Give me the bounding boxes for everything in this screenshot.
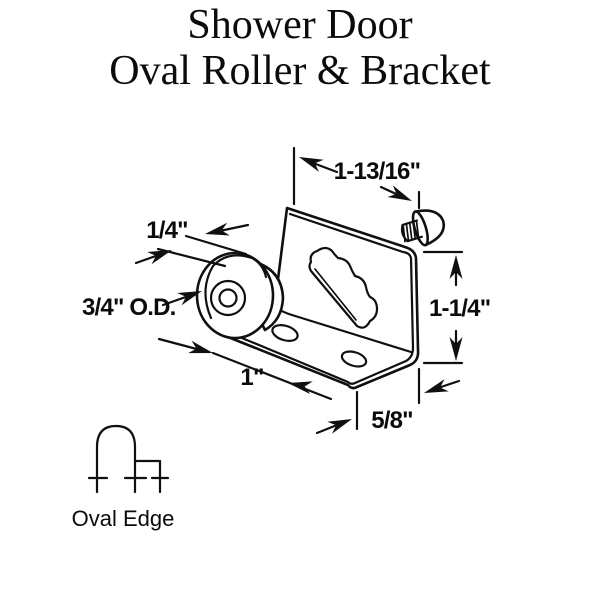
dim-roller-od: 3/4" O.D. [82, 291, 202, 321]
roller-axle-bore [218, 288, 238, 308]
dim-hole-offset: 5/8" [315, 367, 461, 435]
title-line-1: Shower Door [187, 2, 413, 48]
bracket-drawing [226, 206, 420, 390]
roller-rim-groove [204, 254, 268, 320]
dim-roller-offset: 1/4" [134, 217, 250, 268]
oval-edge-bracket-profile [133, 459, 162, 494]
dim-label-flange-depth: 1" [240, 364, 263, 391]
screw-threads [402, 219, 420, 243]
dim-label-bracket-height: 1-1/4" [429, 295, 490, 322]
roller-hub [209, 279, 247, 317]
dim-label-top-width: 1-13/16" [334, 158, 420, 185]
dim-flange-depth: 1" [157, 337, 333, 401]
page-title: Shower Door Oval Roller & Bracket [0, 2, 600, 94]
mounting-hole-right [340, 350, 368, 368]
dim-label-roller-od: 3/4" O.D. [82, 294, 176, 321]
screw-drawing [400, 209, 446, 247]
oval-edge-caption: Oval Edge [72, 506, 175, 531]
dim-label-roller-offset: 1/4" [146, 217, 188, 244]
oval-edge-arch [95, 424, 137, 494]
bracket-edge-thickness [226, 212, 415, 385]
title-line-2: Oval Roller & Bracket [109, 48, 491, 94]
roller-drawing [195, 251, 285, 340]
dim-top-width: 1-13/16" [292, 146, 421, 210]
adjustment-slot [308, 246, 379, 329]
dim-label-hole-offset: 5/8" [371, 407, 413, 434]
dim-bracket-height: 1-1/4" [422, 250, 491, 365]
oval-edge-symbol: Oval Edge [72, 424, 175, 531]
mounting-hole-left [271, 324, 299, 342]
